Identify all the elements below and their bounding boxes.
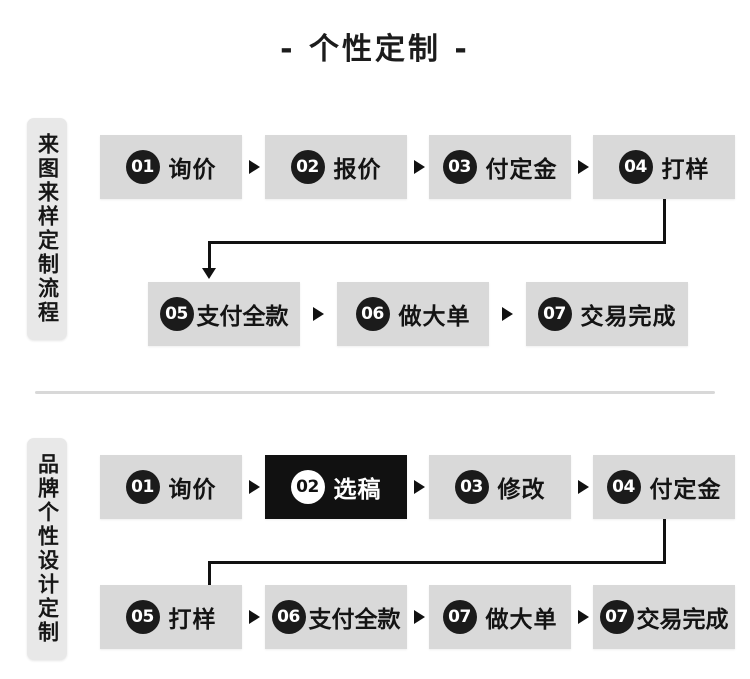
step-number-badge: 04	[606, 470, 641, 504]
arrow-right-icon	[249, 610, 260, 624]
step-box-s2r1-03[interactable]: 03 修改	[429, 455, 571, 519]
step-number-badge: 05	[159, 297, 194, 331]
arrow-right-icon	[414, 610, 425, 624]
step-box-s2r2-07[interactable]: 07 做大单	[429, 585, 571, 649]
step-box-s2r2-05[interactable]: 05 打样	[100, 585, 242, 649]
step-label: 询价	[168, 477, 217, 503]
arrow-right-icon	[414, 480, 425, 494]
step-box-s1r1-01[interactable]: 01 询价	[100, 135, 242, 199]
step-label: 选稿	[333, 477, 382, 503]
step-box-s1r1-03[interactable]: 03 付定金	[429, 135, 571, 199]
step-number-badge: 02	[290, 470, 325, 504]
step-number-badge: 06	[271, 600, 306, 634]
step-number-badge: 05	[125, 600, 160, 634]
step-label: 支付全款	[308, 607, 401, 633]
step-label: 修改	[497, 477, 546, 503]
step-label: 支付全款	[196, 304, 289, 330]
step-label: 报价	[333, 157, 382, 183]
step-label: 打样	[661, 157, 710, 183]
step-number-badge: 01	[125, 470, 160, 504]
step-label: 打样	[168, 607, 217, 633]
step-box-s2r2-08[interactable]: 07 交易完成	[593, 585, 735, 649]
step-label: 做大单	[398, 304, 471, 330]
arrow-right-icon	[414, 160, 425, 174]
step-label: 付定金	[649, 477, 722, 503]
section-1-side-label-text: 来图来样定制流程	[35, 133, 60, 325]
step-box-s2r1-04[interactable]: 04 付定金	[593, 455, 735, 519]
step-label: 询价	[168, 157, 217, 183]
step-number-badge: 01	[125, 150, 160, 184]
step-box-s1r2-06[interactable]: 06 做大单	[337, 282, 489, 346]
step-box-s1r2-05[interactable]: 05 支付全款	[148, 282, 300, 346]
section-2-side-label-text: 品牌个性设计定制	[35, 453, 60, 645]
step-number-badge: 06	[355, 297, 390, 331]
arrow-right-icon	[578, 610, 589, 624]
section-divider	[35, 391, 715, 394]
arrow-down-icon	[202, 268, 216, 279]
step-number-badge: 07	[537, 297, 572, 331]
step-label: 付定金	[485, 157, 558, 183]
step-number-badge: 07	[442, 600, 477, 634]
arrow-right-icon	[249, 160, 260, 174]
section-2-side-label: 品牌个性设计定制	[27, 438, 67, 660]
page-title: - 个性定制 -	[280, 32, 470, 67]
step-box-s1r1-02[interactable]: 02 报价	[265, 135, 407, 199]
step-box-s2r2-06[interactable]: 06 支付全款	[265, 585, 407, 649]
step-number-badge: 03	[454, 470, 489, 504]
step-number-badge: 03	[442, 150, 477, 184]
arrow-right-icon	[502, 307, 513, 321]
step-label: 交易完成	[580, 304, 677, 330]
step-box-s1r1-04[interactable]: 04 打样	[593, 135, 735, 199]
step-number-badge: 02	[290, 150, 325, 184]
step-box-s2r1-02-selected[interactable]: 02 选稿	[265, 455, 407, 519]
arrow-right-icon	[578, 160, 589, 174]
step-number-badge: 07	[599, 600, 634, 634]
section-1-side-label: 来图来样定制流程	[27, 118, 67, 340]
step-label: 交易完成	[636, 607, 729, 633]
step-box-s1r2-07[interactable]: 07 交易完成	[526, 282, 688, 346]
arrow-right-icon	[578, 480, 589, 494]
step-label: 做大单	[485, 607, 558, 633]
arrow-right-icon	[313, 307, 324, 321]
step-number-badge: 04	[618, 150, 653, 184]
arrow-right-icon	[249, 480, 260, 494]
step-box-s2r1-01[interactable]: 01 询价	[100, 455, 242, 519]
